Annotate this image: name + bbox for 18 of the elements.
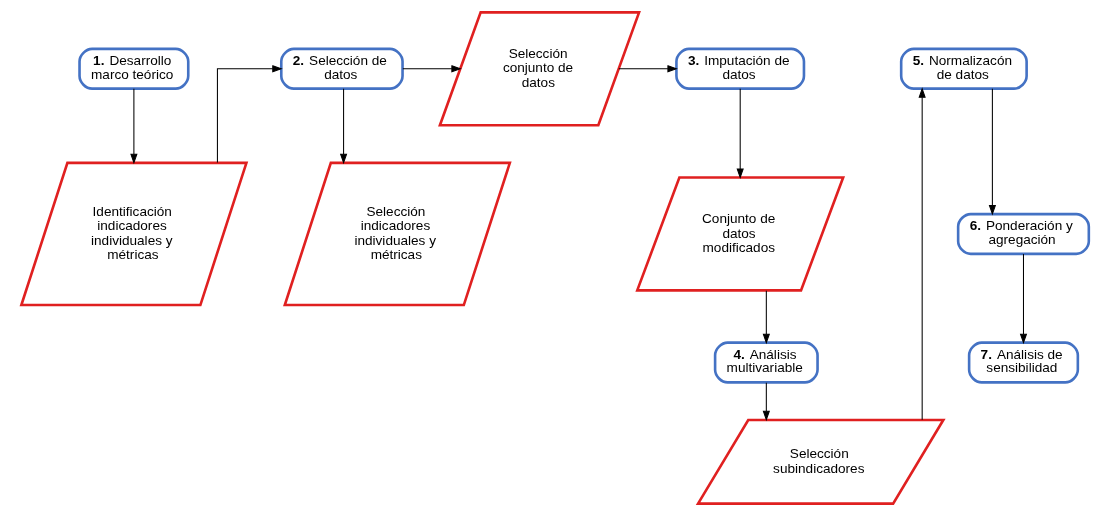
node-box: 3. Imputación de datos xyxy=(674,47,805,90)
arrow xyxy=(762,290,770,345)
arrow xyxy=(736,88,744,180)
node-box: 7. Análisis de sensibilidad xyxy=(967,341,1079,384)
node-box: 2. Selección de datos xyxy=(279,47,404,90)
arrow xyxy=(918,87,926,421)
node-box: 4. Análisis multivariable xyxy=(713,341,819,384)
node-box: 1. Desarrollo marco teórico xyxy=(77,47,190,90)
arrow xyxy=(339,88,347,165)
arrow xyxy=(988,88,996,216)
node-box: 6. Ponderación y agregación xyxy=(956,212,1090,256)
arrow xyxy=(401,65,462,73)
arrow xyxy=(762,382,770,422)
arrow xyxy=(617,65,678,73)
arrow xyxy=(1019,253,1027,345)
arrow xyxy=(216,65,283,163)
node-box: 5. Normalizacón de datos xyxy=(899,47,1028,90)
arrow xyxy=(129,88,138,165)
